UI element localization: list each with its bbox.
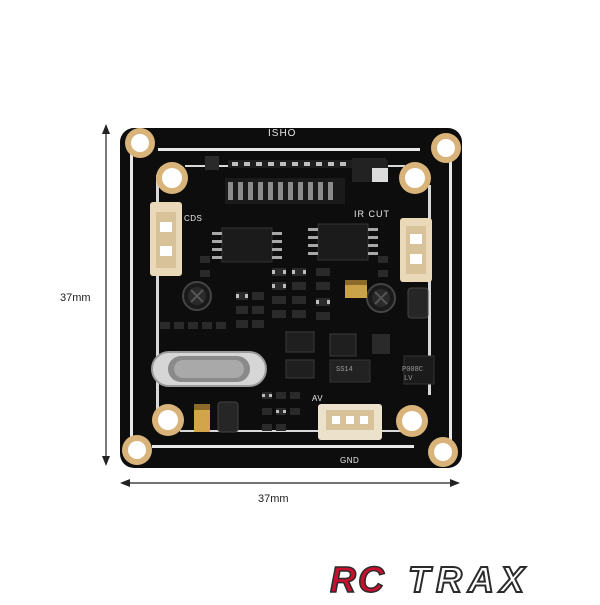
mounting-hole-icon — [428, 437, 458, 467]
silkscreen-model-label: ISHO — [268, 128, 297, 139]
ic-chips — [212, 223, 435, 385]
silkscreen-gnd-label: GND — [340, 456, 360, 465]
height-arrow-top-icon — [102, 124, 110, 134]
ir-cut-connector — [400, 218, 432, 282]
mounting-hole-icon — [156, 162, 188, 194]
mounting-hole-icon — [399, 162, 431, 194]
height-dimension-label: 37mm — [60, 292, 91, 304]
tantalum-capacitors — [194, 280, 367, 432]
screw-icon — [182, 281, 212, 311]
av-connector — [318, 404, 382, 440]
silkscreen-av-label: AV — [312, 394, 324, 403]
screw-icon — [366, 283, 396, 313]
rctrax-logo: RC TRAX — [330, 562, 530, 596]
logo-rc-text: RC — [330, 562, 386, 596]
silkscreen-cds-label: CDS — [184, 214, 203, 223]
dimension-lines — [102, 124, 460, 487]
mounting-hole-icon — [396, 405, 428, 437]
misc-components — [217, 287, 429, 433]
mounting-hole-icon — [431, 133, 461, 163]
cds-connector — [150, 202, 182, 276]
logo-trax-text: TRAX — [408, 562, 530, 596]
width-arrow-left-icon — [120, 479, 130, 487]
width-dimension-label: 37mm — [258, 493, 289, 505]
smd-solder-pads — [236, 270, 330, 413]
mounting-hole-icon — [125, 128, 155, 158]
width-arrow-right-icon — [450, 479, 460, 487]
mounting-hole-icon — [152, 404, 184, 436]
mounting-hole-icon — [122, 435, 152, 465]
chip-p008-label: P008C — [402, 366, 424, 374]
mounting-holes — [122, 128, 461, 467]
header-pin-strip — [205, 156, 388, 204]
height-arrow-bottom-icon — [102, 456, 110, 466]
chip-lv-label: LV — [404, 375, 413, 383]
chip-ss14-label: SS14 — [336, 366, 353, 374]
silkscreen-ir-cut-label: IR CUT — [354, 209, 390, 219]
smd-passives — [160, 256, 388, 431]
crystal-oscillator — [151, 351, 267, 387]
